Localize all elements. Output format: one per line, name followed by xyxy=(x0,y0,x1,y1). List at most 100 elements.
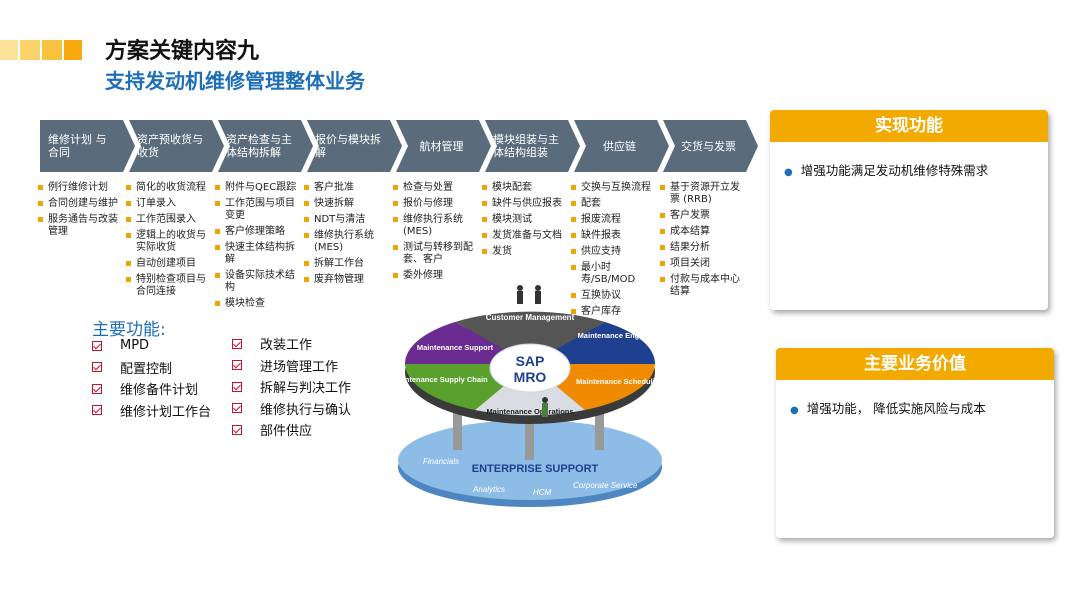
step-detail-list: 检查与处置 报价与修理 维修执行系统 (MES) 测试与转移到配套、客户 委外修… xyxy=(393,182,478,286)
customer-management-label: Customer Management xyxy=(486,313,575,322)
list-item: 拆解与判决工作 xyxy=(232,376,351,398)
list-item: 特别检查项目与合同连接 xyxy=(126,274,211,298)
header-deco-bar xyxy=(0,40,18,60)
process-step: 资产预收货与收货 xyxy=(129,120,224,172)
list-item: 快速主体结构拆解 xyxy=(215,242,300,266)
panel-functions-item: 增强功能满足发动机维修特殊需求 xyxy=(800,163,989,178)
list-item: 自动创建项目 xyxy=(126,258,211,270)
maintenance-scheduling-label: Maintenance Scheduling xyxy=(576,377,664,386)
header-deco-bar xyxy=(64,40,82,60)
list-item: 报废流程 xyxy=(571,214,656,226)
list-item: 配套 xyxy=(571,198,656,210)
base-item-label: HCM xyxy=(533,488,552,497)
checkbox-icon xyxy=(232,338,242,349)
list-item: 附件与QEC跟踪 xyxy=(215,182,300,194)
list-item: 发货 xyxy=(482,246,567,258)
sap-mro-diagram: SAP MRO Customer Management Maintenance … xyxy=(395,285,665,507)
page-subtitle: 支持发动机维修管理整体业务 xyxy=(105,69,365,93)
list-item: 进场管理工作 xyxy=(232,355,351,377)
process-step: 交货与发票 xyxy=(663,120,758,172)
list-item: 缺件与供应报表 xyxy=(482,198,567,210)
step-detail-list: 基于资源开立发票 (RRB) 客户发票 成本结算 结果分析 项目关闭 付款与成本… xyxy=(660,182,745,302)
process-step: 供应链 xyxy=(574,120,669,172)
list-item: 合同创建与维护 xyxy=(38,198,123,210)
checkbox-icon xyxy=(92,383,102,394)
list-item: 改装工作 xyxy=(232,333,351,355)
list-item: 维修执行系统 (MES) xyxy=(393,214,478,238)
list-item: 维修执行系统 (MES) xyxy=(304,230,389,254)
mro-label: MRO xyxy=(514,369,547,385)
page-title: 方案关键内容九 xyxy=(105,39,260,64)
checkbox-icon xyxy=(232,360,242,371)
list-item: 废弃物管理 xyxy=(304,274,389,286)
pillar xyxy=(525,422,534,460)
maintenance-supply-chain-label: Maintenance Supply Chain xyxy=(395,375,488,384)
list-item: 部件供应 xyxy=(232,419,351,441)
list-item: 服务通告与改装管理 xyxy=(38,214,123,238)
panel-business-value-body: ● 增强功能， 降低实施风险与成本 xyxy=(776,380,1054,435)
list-item: NDT与清洁 xyxy=(304,214,389,226)
checkbox-icon xyxy=(232,381,242,392)
process-step: 维修计划 与合同 xyxy=(40,120,135,172)
list-item: 维修执行与确认 xyxy=(232,398,351,420)
list-item: 项目关闭 xyxy=(660,258,745,270)
list-item: 维修备件计划 xyxy=(92,378,211,400)
step-detail-list: 模块配套 缺件与供应报表 模块测试 发货准备与文档 发货 xyxy=(482,182,567,262)
list-item: 客户修理策略 xyxy=(215,226,300,238)
step-detail-list: 附件与QEC跟踪 工作范围与项目变更 客户修理策略 快速主体结构拆解 设备实际技… xyxy=(215,182,300,314)
bullet-icon: ● xyxy=(790,405,799,416)
panel-business-value-item: 增强功能， 降低实施风险与成本 xyxy=(806,401,986,416)
sap-label: SAP xyxy=(516,353,545,369)
list-item: 客户库存 xyxy=(571,306,656,318)
list-item: 快速拆解 xyxy=(304,198,389,210)
main-functions-list: MPD 配置控制 维修备件计划 维修计划工作台 xyxy=(92,335,211,421)
step-detail-list: 交换与互换流程 配套 报废流程 缺件报表 供应支持 最小时寿/SB/MOD 互换… xyxy=(571,182,656,322)
list-item: 最小时寿/SB/MOD xyxy=(571,262,656,286)
list-item: 客户批准 xyxy=(304,182,389,194)
list-item: 模块测试 xyxy=(482,214,567,226)
list-item: 配置控制 xyxy=(92,357,211,379)
list-item: 维修计划工作台 xyxy=(92,400,211,422)
list-item: 测试与转移到配套、客户 xyxy=(393,242,478,266)
list-item: 委外修理 xyxy=(393,270,478,282)
enterprise-support-label: ENTERPRISE SUPPORT xyxy=(472,463,599,475)
list-item: 订单录入 xyxy=(126,198,211,210)
pillar xyxy=(595,410,604,450)
checkbox-icon xyxy=(92,340,102,351)
list-item: 客户发票 xyxy=(660,210,745,222)
header-deco-bar xyxy=(42,40,62,60)
list-item: 供应支持 xyxy=(571,246,656,258)
process-step: 航材管理 xyxy=(396,120,491,172)
maintenance-operations-label: Maintenance Operations xyxy=(486,407,573,416)
maintenance-support-label: Maintenance Support xyxy=(417,343,494,352)
list-item: 设备实际技术结构 xyxy=(215,270,300,294)
checkbox-icon xyxy=(232,424,242,435)
list-item: 拆解工作台 xyxy=(304,258,389,270)
process-flow: 维修计划 与合同 资产预收货与收货 资产检查与主体结构拆解 报价与模块拆解 航材… xyxy=(40,120,752,172)
panel-functions-body: ● 增强功能满足发动机维修特殊需求 xyxy=(770,142,1048,197)
engineer-figure-icon xyxy=(542,397,548,417)
list-item: 付款与成本中心结算 xyxy=(660,274,745,298)
bullet-icon: ● xyxy=(784,167,793,178)
base-item-label: Financials xyxy=(423,457,459,466)
checkbox-icon xyxy=(92,362,102,373)
header-deco-bar xyxy=(20,40,40,60)
list-item: 基于资源开立发票 (RRB) xyxy=(660,182,745,206)
list-item: 例行维修计划 xyxy=(38,182,123,194)
list-item: 简化的收货流程 xyxy=(126,182,211,194)
list-item: 结果分析 xyxy=(660,242,745,254)
list-item: 模块配套 xyxy=(482,182,567,194)
list-item: 逻辑上的收货与实际收货 xyxy=(126,230,211,254)
process-step: 资产检查与主体结构拆解 xyxy=(218,120,313,172)
segment-customer-management xyxy=(455,311,605,364)
panel-business-value-title: 主要业务价值 xyxy=(776,348,1054,380)
maintenance-engineering-label: Maintenance Engineering xyxy=(578,331,665,340)
list-item: MPD xyxy=(92,335,211,357)
process-step: 报价与模块拆解 xyxy=(307,120,402,172)
step-detail-list: 例行维修计划 合同创建与维护 服务通告与改装管理 xyxy=(38,182,123,242)
list-item: 成本结算 xyxy=(660,226,745,238)
base-item-label: Corporate Service xyxy=(573,481,638,490)
list-item: 检查与处置 xyxy=(393,182,478,194)
list-item: 交换与互换流程 xyxy=(571,182,656,194)
